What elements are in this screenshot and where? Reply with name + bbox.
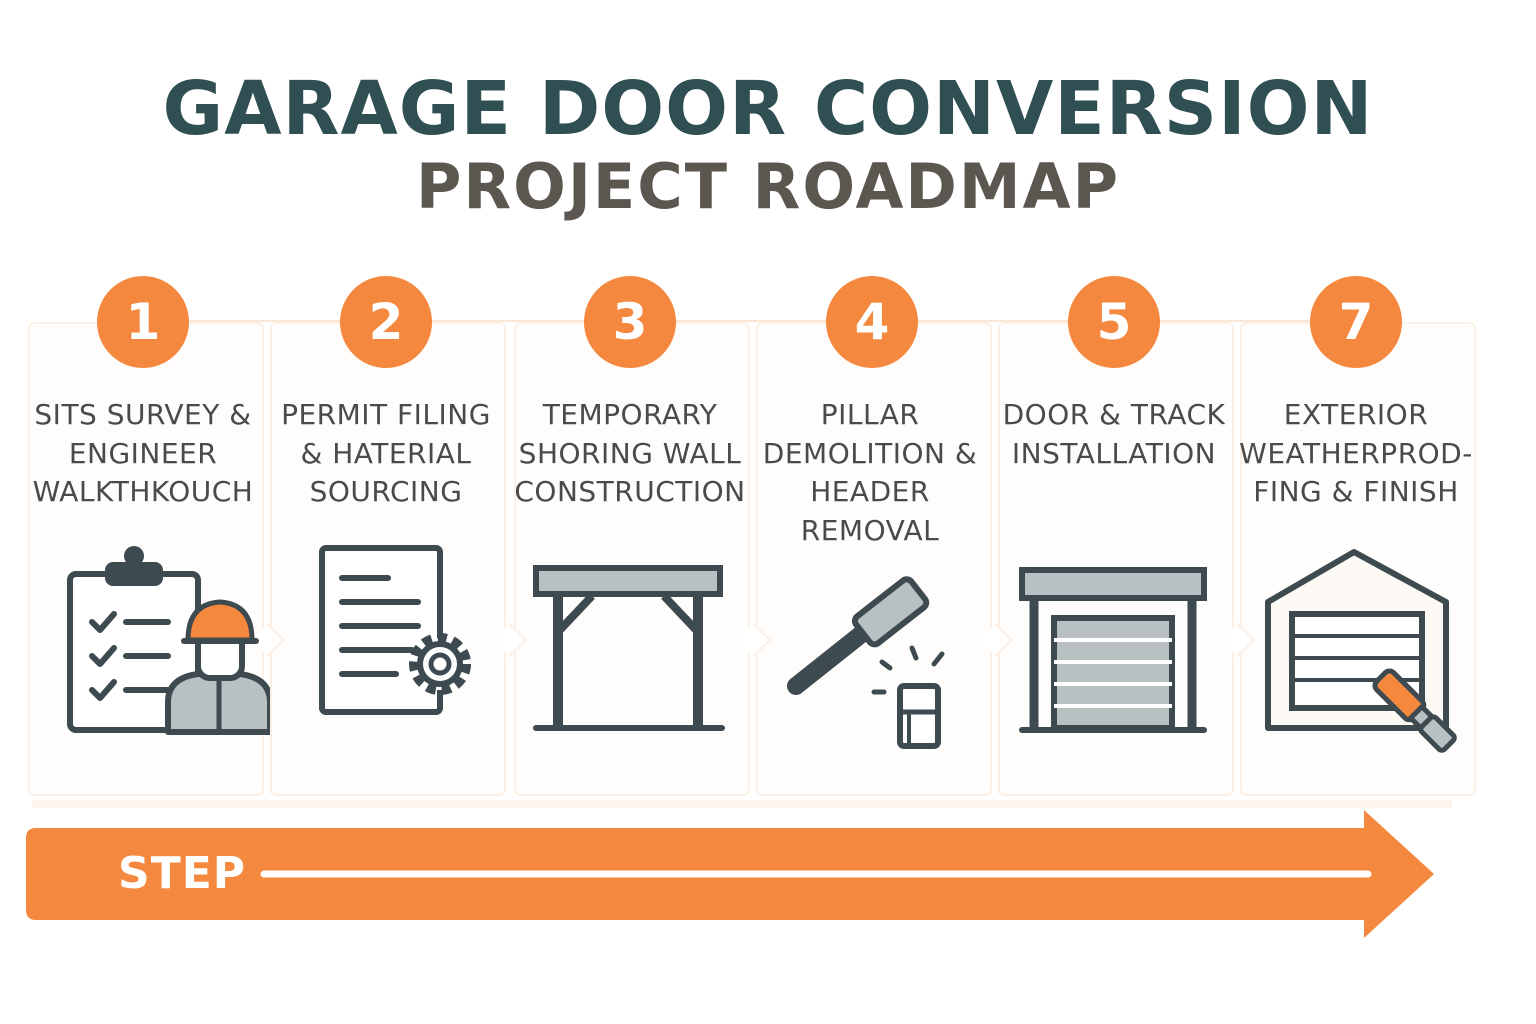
step-panel-4 [756, 322, 992, 796]
page-subtitle: PROJECT ROADMAP [415, 150, 1121, 223]
arrow-label: STEP [118, 848, 247, 899]
step-label-1: SITS SURVEY & ENGINEER WALKTHKOUCH [32, 398, 254, 508]
document-gear-icon [319, 545, 471, 715]
step-label-3: TEMPORARY SHORING WALL CONSTRUCTION [514, 398, 746, 508]
shoring-frame-icon [533, 565, 725, 731]
checklist-engineer-icon [67, 546, 270, 735]
step-number-4: 4 [826, 276, 918, 368]
garage-door-icon [1019, 567, 1207, 733]
progress-arrow [26, 810, 1434, 938]
garage-paintbrush-icon [1265, 549, 1457, 753]
connector-line [140, 320, 1360, 322]
step-number-5: 5 [1068, 276, 1160, 368]
timeline-baseline [32, 800, 1452, 808]
hammer-pillar-icon [787, 576, 945, 749]
step-number-1: 1 [97, 276, 189, 368]
step-label-5: DOOR & TRACK INSTALLATION [1002, 398, 1226, 470]
step-label-2: PERMIT FILING & HATERIAL SOURCING [281, 398, 491, 508]
page-title: GARAGE DOOR CONVERSION [162, 66, 1374, 152]
step-number-6: 7 [1310, 276, 1402, 368]
step-label-6: EXTERIOR WEATHERPROD- FING & FINISH [1239, 398, 1473, 508]
step-number-2: 2 [340, 276, 432, 368]
step-number-3: 3 [584, 276, 676, 368]
step-label-4: PILLAR DEMOLITION & HEADER REMOVAL [762, 398, 978, 547]
